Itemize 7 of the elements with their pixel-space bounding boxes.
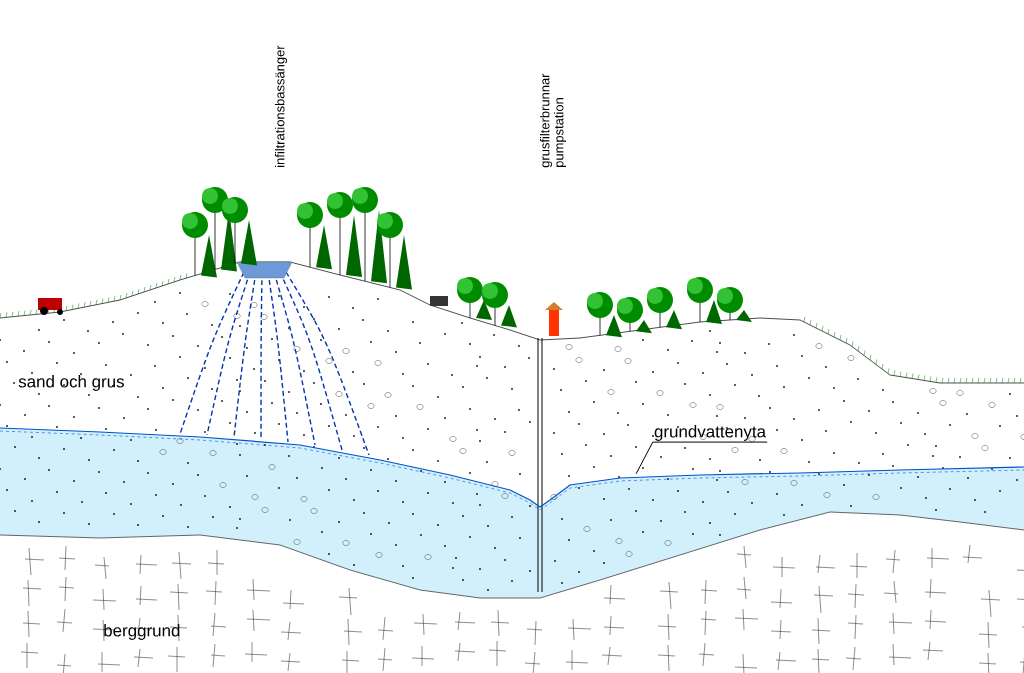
infiltration-label: infiltrationsbassänger [274,45,288,167]
leader-line [635,441,768,475]
layer-label: berggrund [104,624,180,640]
water-table-line [0,427,1024,511]
layer-label: sand och grus [18,375,124,391]
pump-station-label: pumpstation [553,98,567,167]
well-label: grusfilterbrunnar [539,73,553,168]
